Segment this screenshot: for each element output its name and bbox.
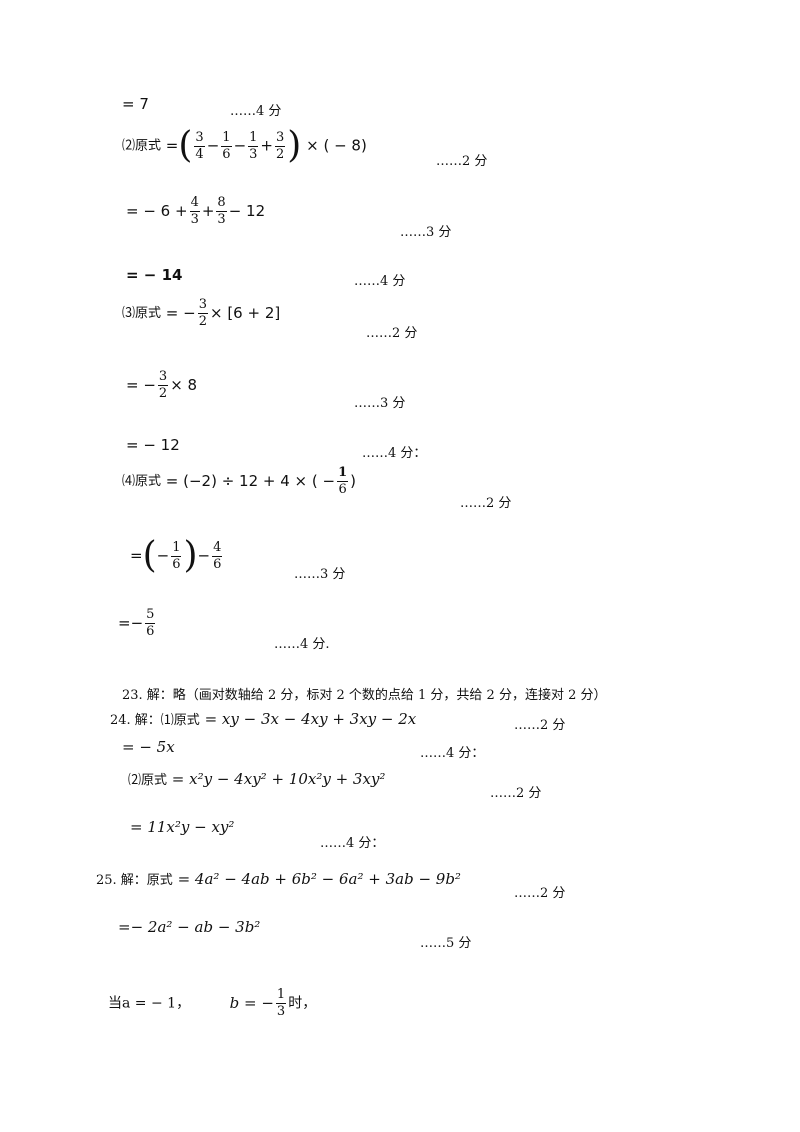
- q25-expr-2: =− 2a² − ab − 3b²: [118, 918, 261, 936]
- line-1-expr: = 7: [122, 95, 149, 113]
- q24-score-3: ……2 分: [490, 786, 542, 801]
- line-9-score: ……3 分: [294, 567, 346, 582]
- minus-sign: −: [156, 546, 170, 565]
- line-5-tail: × [6 + 2]: [209, 304, 281, 322]
- q24-line-1: 24. 解：⑴原式 = xy − 3x − 4xy + 3xy − 2x: [110, 710, 417, 728]
- line-5-head: = −: [165, 304, 196, 322]
- open-paren: (: [142, 535, 157, 576]
- line-2-tail: × ( − 8): [306, 136, 367, 155]
- line-3-score: ……3 分: [400, 225, 452, 240]
- minus-sign: −: [233, 136, 247, 155]
- q24-line-3: ⑵原式 = x²y − 4xy² + 10x²y + 3xy²: [128, 770, 386, 788]
- q25-condition-tail: 时，: [288, 995, 317, 1012]
- line-8-score: ……2 分: [460, 496, 512, 511]
- line-3-head: = − 6 +: [126, 202, 188, 220]
- line-8-head: = (−2) ÷ 12 + 4 × ( −: [165, 472, 336, 490]
- line-6-head: = −: [126, 376, 156, 394]
- close-paren: ): [183, 535, 198, 576]
- line-3-tail: − 12: [228, 202, 266, 220]
- q24-expr-1: = xy − 3x − 4xy + 3xy − 2x: [204, 710, 417, 728]
- close-paren: ): [287, 125, 302, 166]
- open-paren: (: [178, 125, 193, 166]
- q23-text: 23. 解：略（画对数轴给 2 分，标对 2 个数的点给 1 分，共给 2 分，…: [122, 688, 607, 703]
- line-4-expr: = − 14: [126, 266, 183, 284]
- line-2-score: ……2 分: [436, 154, 488, 169]
- plus-sign: +: [201, 202, 215, 220]
- q25-line-1: 25. 解：原式 = 4a² − 4ab + 6b² − 6a² + 3ab −…: [96, 870, 461, 888]
- plus-sign: +: [260, 136, 273, 155]
- line-8-tail: ): [350, 472, 356, 490]
- q24-score-1: ……2 分: [514, 718, 566, 733]
- line-2-label: ⑵原式: [122, 138, 162, 154]
- q24-expr-3: = x²y − 4xy² + 10x²y + 3xy²: [171, 770, 386, 788]
- line-6-score: ……3 分: [354, 396, 406, 411]
- line-10-score: ……4 分.: [274, 637, 330, 652]
- q24-score-4: ……4 分：: [320, 836, 385, 851]
- equals-sign: =: [130, 546, 143, 565]
- minus-sign: −: [206, 136, 220, 155]
- line-1-score: ……4 分: [230, 104, 282, 119]
- q25-score-2: ……5 分: [420, 936, 472, 951]
- q24-expr-2: = − 5x: [122, 738, 175, 756]
- q25-condition-b: b = −: [229, 994, 274, 1012]
- line-8-label: ⑷原式: [122, 474, 162, 489]
- q24-sub-label: ⑵原式: [128, 773, 168, 788]
- q25-condition-a: 当a = − 1，: [108, 995, 191, 1012]
- q24-label: 24. 解：⑴原式: [110, 713, 200, 728]
- line-6-tail: × 8: [170, 376, 198, 394]
- line-7-expr: = − 12: [126, 436, 180, 454]
- line-4-score: ……4 分: [354, 274, 406, 289]
- line-5-label: ⑶原式: [122, 306, 162, 321]
- q24-expr-4: = 11x²y − xy²: [130, 818, 235, 836]
- q25-label: 25. 解：原式: [96, 873, 173, 888]
- line-5-score: ……2 分: [366, 326, 418, 341]
- q25-expr-1: = 4a² − 4ab + 6b² − 6a² + 3ab − 9b²: [177, 870, 461, 888]
- line-7-score: ……4 分：: [362, 446, 427, 461]
- q24-score-2: ……4 分：: [420, 746, 485, 761]
- line-10-head: =−: [118, 614, 144, 632]
- minus-sign: −: [197, 546, 211, 565]
- q25-score-1: ……2 分: [514, 886, 566, 901]
- equals-sign: =: [165, 136, 179, 155]
